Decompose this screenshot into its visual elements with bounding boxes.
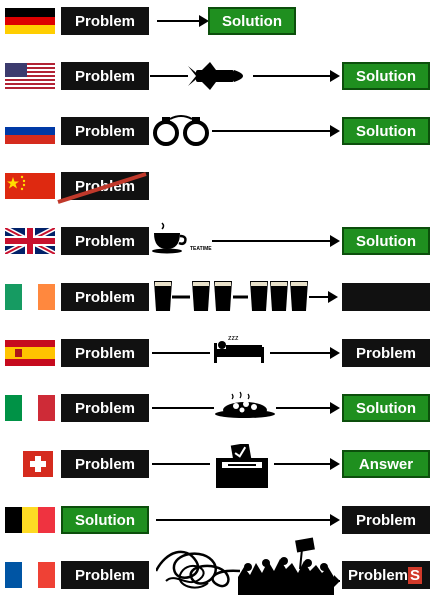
arrow-icon — [156, 514, 340, 526]
problem-label: Problem — [61, 561, 149, 589]
svg-text:zzz: zzz — [228, 335, 239, 342]
usa-flag — [5, 63, 55, 89]
protest-crowd-icon — [238, 537, 340, 595]
russia-flag — [5, 118, 55, 144]
belgium-flag — [5, 507, 55, 533]
ballot-box-icon — [216, 444, 268, 488]
arrow-icon — [152, 402, 340, 414]
strikethrough-icon — [57, 172, 147, 204]
row-spain: Problem zzz Problem — [0, 333, 435, 373]
problem-label: Problem — [61, 339, 149, 367]
italy-flag — [5, 395, 55, 421]
arrow-icon — [212, 125, 340, 137]
handcuffs-icon — [153, 115, 209, 146]
row-china: Problem — [0, 166, 435, 206]
problem-result-label: Problem — [342, 506, 430, 534]
teatime-caption: TEATIME — [190, 246, 212, 252]
france-flag — [5, 562, 55, 588]
uk-flag — [5, 228, 55, 254]
problem-label: Problem — [61, 283, 149, 311]
row-usa: Problem Solution — [0, 56, 435, 96]
missile-icon — [188, 62, 243, 90]
spain-flag — [5, 340, 55, 366]
problem-label: Problem — [61, 117, 149, 145]
solution-label: Solution — [208, 7, 296, 35]
row-switzerland: Problem Answer — [0, 444, 435, 488]
switzerland-flag — [23, 451, 53, 477]
problem-label: Problem — [61, 227, 149, 255]
problem-label: Problem — [61, 394, 149, 422]
plural-s-suffix: S — [408, 566, 423, 584]
arrow-icon — [150, 70, 340, 82]
solution-label: Solution — [342, 227, 430, 255]
row-italy: Problem Solution — [0, 388, 435, 428]
row-uk: Problem TEATIME Solution — [0, 221, 435, 261]
solution-label: Solution — [342, 394, 430, 422]
arrow-icon — [152, 458, 340, 470]
arrow-icon — [152, 347, 340, 359]
problem-label: Problem — [61, 450, 149, 478]
problem-label: Problem — [61, 7, 149, 35]
problem-result-text: Problem — [348, 566, 409, 584]
arrow-icon — [212, 235, 340, 247]
problem-result-label: Problem — [342, 339, 430, 367]
pasta-plate-icon — [215, 391, 275, 418]
solution-label: Solution — [61, 506, 149, 534]
germany-flag — [5, 8, 55, 34]
answer-label: Answer — [342, 450, 430, 478]
teacup-icon — [152, 222, 187, 254]
china-flag — [5, 173, 55, 199]
row-germany: Problem Solution — [0, 1, 435, 41]
ireland-flag — [5, 284, 55, 310]
sleeping-bed-icon: zzz — [214, 335, 264, 363]
beer-pint-icon — [154, 281, 338, 311]
tangle-icon — [156, 550, 240, 589]
arrow-icon — [157, 15, 209, 27]
problem-label: Problem — [61, 62, 149, 90]
row-belgium: Solution Problem — [0, 500, 435, 540]
solution-label: Solution — [342, 62, 430, 90]
solution-label: Solution — [342, 117, 430, 145]
row-russia: Problem Solution — [0, 111, 435, 151]
row-ireland: Problem — [0, 277, 435, 317]
blurred-result-label — [342, 283, 430, 311]
